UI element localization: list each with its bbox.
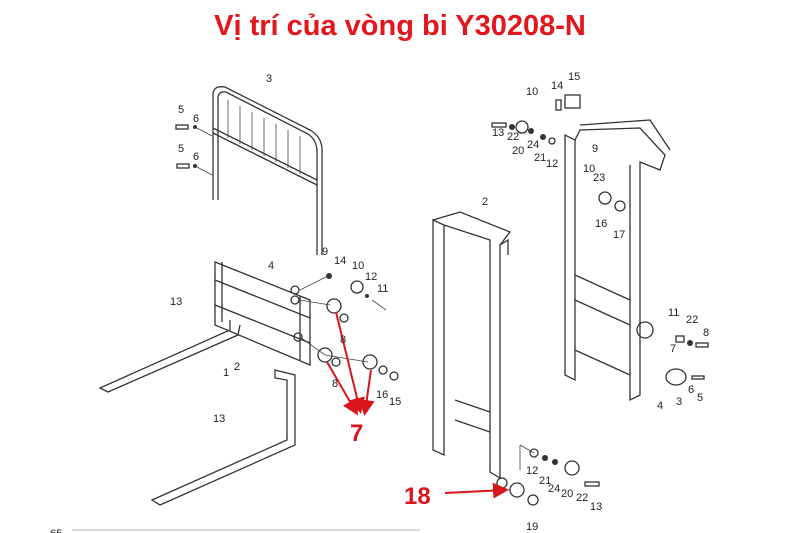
part-label: 21 <box>534 152 546 164</box>
part-label: 6 <box>193 151 199 163</box>
fork-upper <box>98 320 241 393</box>
part-label: 23 <box>593 172 605 184</box>
part-label: 14 <box>334 255 346 267</box>
carriage-rollers <box>299 273 399 381</box>
part-label: 13 <box>170 296 182 308</box>
part-label: 22 <box>507 131 519 143</box>
part-label: 8 <box>340 334 346 346</box>
part-label: 3 <box>676 396 682 408</box>
right-mast-parts <box>491 94 709 506</box>
part-label: 20 <box>561 488 573 500</box>
part-label: 16 <box>376 389 388 401</box>
labels-right: 2 14 15 10 13 22 20 24 21 12 9 10 23 16 … <box>482 71 709 533</box>
part-label: 11 <box>668 307 679 319</box>
part-label: 20 <box>512 145 524 157</box>
part-label: 13 <box>213 413 225 425</box>
part-label: 6 <box>193 113 199 125</box>
part-label: 11 <box>377 283 388 295</box>
part-label: 4 <box>268 260 274 272</box>
part-label: 22 <box>576 492 588 504</box>
part-label: 13 <box>492 127 504 139</box>
part-label: 12 <box>526 465 538 477</box>
part-label: 1 <box>223 367 229 379</box>
part-label: 13 <box>590 501 602 513</box>
part-label: 22 <box>686 314 698 326</box>
part-label: 2 <box>234 361 240 373</box>
part-label: 12 <box>546 158 558 170</box>
part-label: 10 <box>583 163 595 175</box>
part-label: 15 <box>389 396 401 408</box>
part-label: 6 <box>688 384 694 396</box>
fork-lower <box>150 369 296 506</box>
part-label: 9 <box>592 143 598 155</box>
carriage <box>214 261 311 366</box>
part-label: 8 <box>703 327 709 339</box>
part-label: 24 <box>527 139 539 151</box>
part-label: 5 <box>178 104 184 116</box>
load-backrest <box>212 86 323 255</box>
part-label: 4 <box>657 400 663 412</box>
part-label: 16 <box>595 218 607 230</box>
outer-mast <box>432 211 512 489</box>
part-label: 19 <box>526 521 538 533</box>
part-label: 15 <box>568 71 580 83</box>
part-label: 21 <box>539 475 551 487</box>
part-label: 5 <box>697 392 703 404</box>
part-label: 9 <box>322 246 328 258</box>
callout-18: 18 <box>404 483 431 510</box>
labels-left: 3 5 6 5 6 4 9 14 10 12 11 13 1 2 8 8 16 … <box>170 73 401 425</box>
bolts-5-6 <box>175 124 213 176</box>
inner-mast <box>564 119 671 402</box>
page-number: 65 <box>50 528 62 533</box>
part-label: 7 <box>670 343 676 355</box>
highlight-arrow-18 <box>444 482 509 499</box>
diagram-title: Vị trí của vòng bi Y30208-N <box>214 10 586 42</box>
part-label: 10 <box>352 260 364 272</box>
part-label: 10 <box>526 86 538 98</box>
part-label: 24 <box>548 483 560 495</box>
part-label: 8 <box>332 378 338 390</box>
highlight-arrows-7 <box>326 311 375 416</box>
part-label: 14 <box>551 80 563 92</box>
part-label: 5 <box>178 143 184 155</box>
part-label: 17 <box>613 229 625 241</box>
part-label: 2 <box>482 196 488 208</box>
callout-7: 7 <box>350 420 363 447</box>
part-label: 3 <box>266 73 272 85</box>
part-label: 12 <box>365 271 377 283</box>
